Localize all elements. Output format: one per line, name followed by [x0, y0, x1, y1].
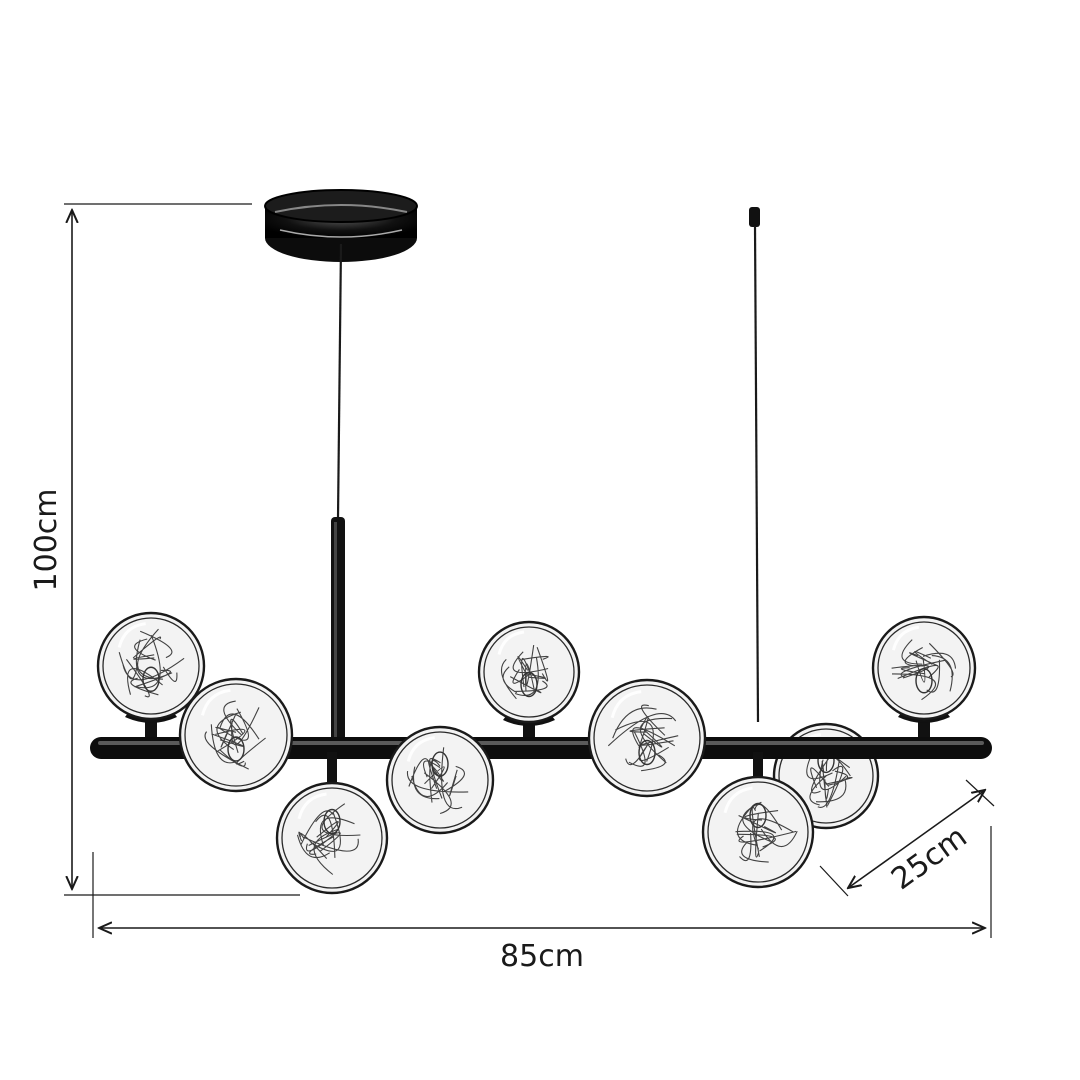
glass-globe — [385, 725, 495, 835]
depth-extension-line — [819, 865, 849, 897]
horizontal-bar — [90, 737, 992, 759]
height-dimension: 100cm — [29, 203, 300, 896]
right-cable-grip — [749, 207, 760, 227]
glass-globe — [275, 752, 389, 895]
right-suspension-cable — [753, 225, 760, 723]
glass-globe — [701, 752, 815, 889]
width-dimension: 85cm — [92, 826, 992, 974]
globes-front — [178, 677, 815, 895]
glass-globe — [587, 678, 707, 798]
central-stem — [331, 517, 345, 749]
ceiling-canopy — [264, 189, 418, 262]
glass-globe — [871, 615, 977, 754]
width-label: 85cm — [500, 939, 584, 974]
height-label: 100cm — [29, 489, 64, 592]
left-suspension-cable — [336, 243, 343, 519]
glass-globe — [477, 620, 581, 754]
depth-label: 25cm — [885, 819, 973, 897]
depth-dimension-line — [848, 790, 985, 888]
glass-globe — [178, 677, 294, 793]
